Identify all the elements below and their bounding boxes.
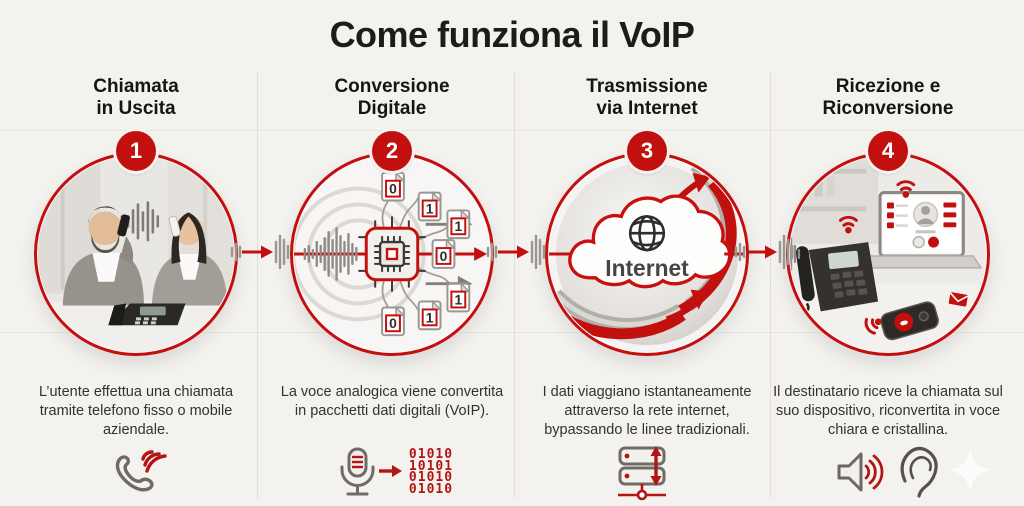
step-number-badge: 4 [868, 131, 908, 171]
page-title: Come funziona il VoIP [329, 14, 695, 55]
binary-doc-digit: 1 [426, 309, 434, 325]
up-down-arrow-icon [650, 446, 662, 486]
binary-doc-digit: 0 [440, 248, 448, 264]
step-2-column: Conversione Digitale 2 [264, 0, 520, 506]
step-4-column: Ricezione e Riconversione 4 [760, 0, 1016, 506]
cloud-label: Internet [605, 255, 689, 281]
background-grid-line [0, 130, 1024, 131]
step-number-badge: 2 [372, 131, 412, 171]
column-divider [770, 72, 771, 498]
binary-doc-digit: 0 [389, 315, 397, 331]
receiving-devices-photo [789, 155, 987, 353]
step-heading: Chiamata in Uscita [93, 76, 179, 120]
microphone-icon [340, 447, 402, 496]
step-description: Il destinatario riceve la chiamata sul s… [773, 384, 1003, 439]
phone-handset-signal-icon [115, 450, 167, 492]
binary-block: 01010 10101 01010 01010 [408, 447, 454, 497]
step-number-badge: 1 [116, 131, 156, 171]
step-3-column: Trasmissione via Internet 3 [519, 0, 775, 506]
server-network-icon [618, 446, 666, 501]
sparkle-icon [949, 449, 991, 491]
ear-icon [900, 446, 938, 498]
flow-arrow-icon [486, 234, 546, 270]
speaker-icon [837, 452, 884, 492]
step-heading: Ricezione e Riconversione [822, 76, 954, 120]
binary-line: 01010 [408, 481, 454, 497]
step-description: I dati viaggiano istantaneamente attrave… [542, 384, 752, 439]
arrow-right-icon [378, 465, 402, 477]
step-illustration-circle: 0 1 1 [290, 152, 494, 356]
outgoing-call-photo [37, 155, 235, 353]
step-heading: Trasmissione via Internet [586, 76, 708, 120]
binary-doc-digit: 1 [454, 218, 462, 234]
step-description: L’utente effettua una chiamata tramite t… [38, 384, 234, 439]
column-divider [257, 72, 258, 498]
step-heading: Conversione Digitale [334, 76, 450, 120]
step-illustration-circle: Internet [545, 152, 749, 356]
digital-conversion-illustration: 0 1 1 [293, 155, 491, 353]
binary-doc-digit: 1 [454, 291, 462, 307]
binary-line: 01010 [408, 470, 454, 485]
binary-doc-digit: 1 [426, 200, 434, 216]
internet-cloud-illustration: Internet [548, 155, 746, 353]
step-number-badge: 3 [627, 131, 667, 171]
step-1-column: Chiamata in Uscita 1 [8, 0, 264, 506]
flow-arrow-icon [230, 234, 290, 270]
step-illustration-circle [786, 152, 990, 356]
flow-arrow-icon [734, 234, 794, 270]
column-divider [514, 72, 515, 498]
step-description: La voce analogica viene convertita in pa… [280, 384, 504, 420]
background-grid-line [0, 332, 1024, 333]
step-illustration-circle [34, 152, 238, 356]
binary-doc-digit: 0 [389, 181, 397, 197]
binary-line: 01010 [408, 447, 454, 462]
binary-line: 10101 [408, 458, 454, 474]
